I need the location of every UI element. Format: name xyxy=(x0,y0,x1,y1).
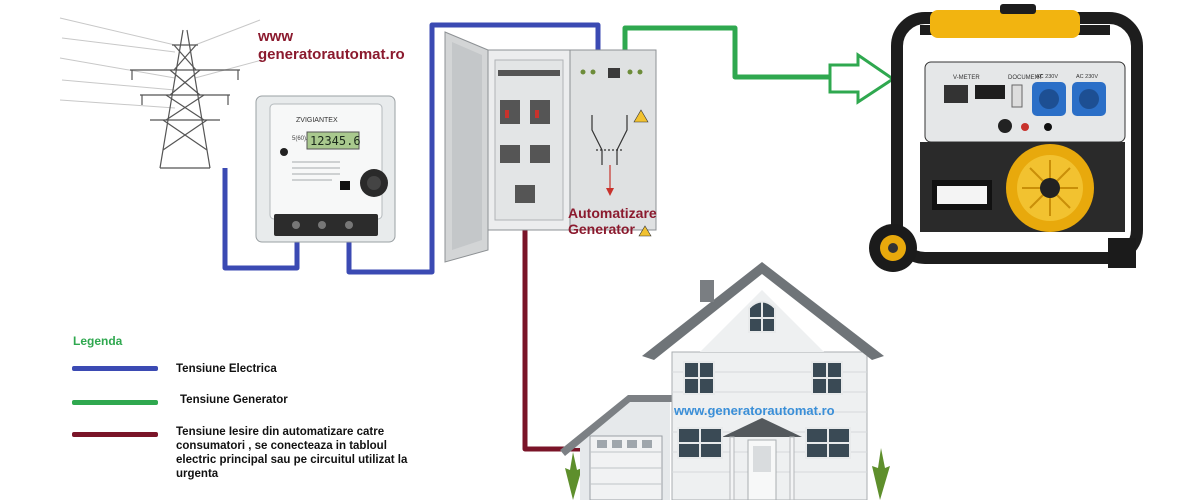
gen-mode-text: DOCUMENT xyxy=(1008,75,1043,81)
output-voltage-wire xyxy=(522,215,590,452)
legend-label-generator: Tensiune Generator xyxy=(180,394,288,406)
legend-label-output: Tensiune Iesire din automatizare catre c… xyxy=(176,426,408,480)
meter-reading: 12345.6 xyxy=(310,134,361,148)
electric-meter-icon: ZVIGIANTEX 5(60)A 12345.6 xyxy=(255,95,396,243)
legend-line-output xyxy=(72,432,158,437)
legend-line-generator xyxy=(72,400,158,405)
generator-icon: V-METER DOCUMENT AC 230V AC 230V xyxy=(869,4,1143,272)
generator-voltage-wire xyxy=(622,25,830,80)
gen-panel-text: V-METER xyxy=(953,75,980,81)
legend-title: Legenda xyxy=(73,334,123,348)
panel-label: Automatizare Generator xyxy=(568,205,657,237)
panel-label-line-1: Automatizare xyxy=(568,205,657,221)
brand-line-2: generatorautomat.ro xyxy=(258,46,405,63)
legend-lines xyxy=(72,366,158,437)
meter-brand: ZVIGIANTEX xyxy=(296,117,338,124)
brand-label: www generatorautomat.ro xyxy=(258,28,405,64)
socket-label-2: AC 230V xyxy=(1076,74,1098,80)
socket-label-1: AC 230V xyxy=(1036,74,1058,80)
distribution-panel-icon xyxy=(444,31,657,263)
power-pylon-icon xyxy=(59,17,263,169)
meter-rating: 5(60)A xyxy=(292,136,310,142)
arrow-right-icon xyxy=(828,52,896,105)
legend-line-grid xyxy=(72,366,158,371)
brand-line-1: www xyxy=(258,28,294,45)
house-url: www.generatorautomat.ro xyxy=(674,403,835,418)
grid-voltage-wire xyxy=(222,22,601,275)
panel-label-line-2: Generator xyxy=(568,221,635,237)
legend-label-grid: Tensiune Electrica xyxy=(176,363,277,375)
house-icon xyxy=(560,262,890,500)
